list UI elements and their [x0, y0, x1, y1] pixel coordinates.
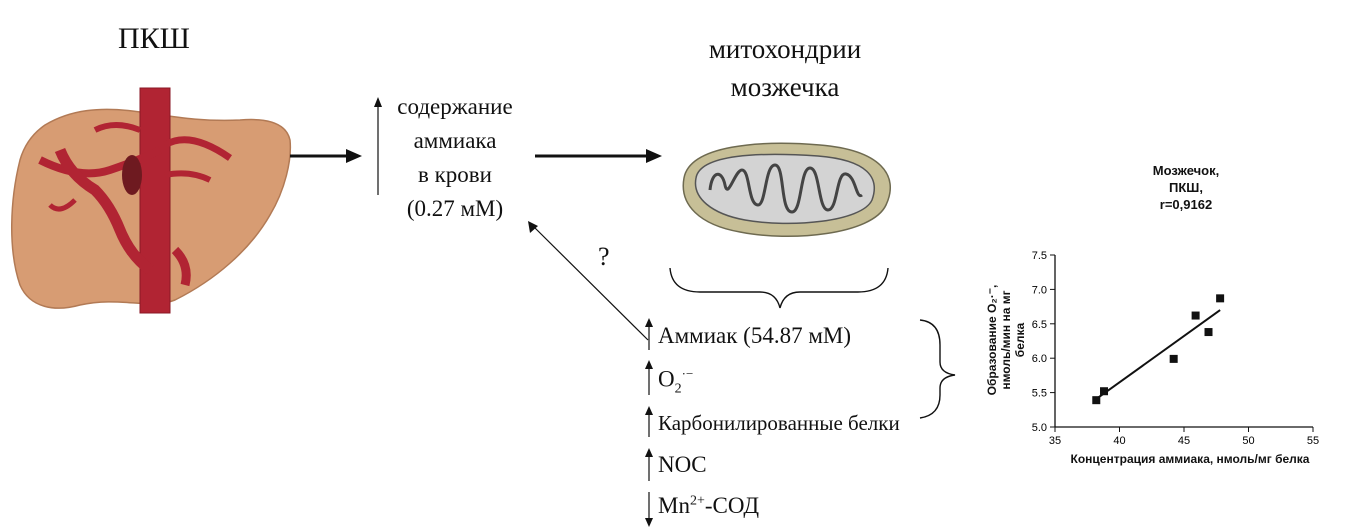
effect-superoxide-sup: ·− — [681, 366, 694, 381]
y-tick-label: 7.5 — [1032, 250, 1047, 262]
blood-line1: содержание — [397, 94, 513, 119]
x-tick-label: 45 — [1178, 435, 1190, 447]
liver-title: ПКШ — [118, 22, 190, 55]
effect-mnsod-base: Mn — [658, 493, 690, 518]
effect-superoxide: O2·− — [658, 366, 693, 397]
mitochondrion-illustration — [682, 142, 891, 237]
blood-line4: (0.27 мМ) — [406, 196, 504, 221]
fit-line — [1093, 309, 1221, 402]
blood-line3: в крови — [418, 162, 492, 187]
blood-ammonia-text: содержание аммиака в крови (0.27 мМ) — [370, 90, 540, 226]
x-tick-label: 55 — [1307, 435, 1319, 447]
data-point — [1204, 328, 1213, 337]
chart-x-label: Концентрация аммиака, нмоль/мг белка — [1070, 452, 1310, 466]
effect-superoxide-sub: 2 — [674, 381, 682, 397]
y-label-line3: белка — [1013, 322, 1027, 358]
brace-horizontal — [669, 267, 889, 309]
brace-vertical — [919, 319, 956, 419]
mito-title-line1: митохондрии — [708, 34, 862, 64]
data-point — [1216, 294, 1225, 303]
scatter-chart: 5.0 5.5 6.0 6.5 7.0 7.5 35 40 45 50 55 — [1032, 250, 1319, 447]
data-point — [1100, 387, 1109, 396]
x-tick-label: 50 — [1242, 435, 1254, 447]
question-mark: ? — [598, 242, 610, 271]
liver-illustration — [11, 87, 292, 314]
data-point — [1169, 354, 1178, 363]
x-tick-label: 35 — [1049, 435, 1061, 447]
y-tick-label: 5.5 — [1032, 388, 1047, 400]
chart-title-line1: Мозжечок, — [1152, 163, 1220, 178]
y-label-line2: нмоль/мин на мг — [999, 290, 1013, 390]
effect-carbonyl: Карбонилированные белки — [658, 411, 900, 435]
blood-line2: аммиака — [413, 128, 497, 153]
data-point — [1191, 311, 1200, 320]
data-point — [1092, 396, 1101, 405]
effect-arrows — [645, 318, 653, 527]
chart-title-line3: r=0,9162 — [1159, 197, 1213, 212]
chart-title-line2: ПКШ, — [1169, 180, 1203, 195]
mito-title: митохондрии мозжечка — [675, 30, 895, 106]
feedback-arrow — [531, 224, 649, 341]
effect-ammonia: Аммиак (54.87 мМ) — [658, 323, 851, 348]
effect-superoxide-base: O — [658, 366, 675, 392]
y-label-line1: Образование O₂·⁻, — [985, 284, 999, 396]
effect-mnsod: Mn2+-СОД — [658, 493, 759, 519]
mito-title-line2: мозжечка — [730, 72, 840, 102]
y-tick-label: 7.0 — [1032, 284, 1047, 296]
y-tick-label: 5.0 — [1032, 422, 1047, 434]
chart-title: Мозжечок, ПКШ, r=0,9162 — [1122, 162, 1250, 213]
y-tick-label: 6.5 — [1032, 319, 1047, 331]
chart-y-label: Образование O₂·⁻, нмоль/мин на мг белка — [985, 255, 1027, 425]
effect-noc: NOC — [658, 452, 707, 477]
y-tick-label: 6.0 — [1032, 353, 1047, 365]
x-tick-label: 40 — [1113, 435, 1125, 447]
effect-mnsod-sup: 2+ — [689, 493, 705, 509]
effect-mnsod-suffix: -СОД — [704, 493, 760, 518]
